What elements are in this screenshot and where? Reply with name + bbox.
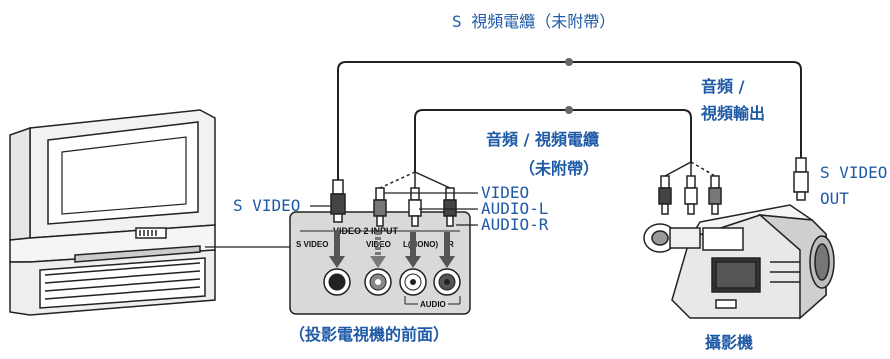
camcorder-caption: 攝影機 [705,333,754,352]
s-video-out-label-line1: S VIDEO [820,163,888,182]
s-video-plug-right [793,157,809,201]
leader-lines [310,192,478,226]
camcorder [643,204,835,320]
panel-audio-label: AUDIO [420,300,446,309]
s-video-plug-left [330,179,346,223]
av-cable-label-line2: （未附帶） [519,159,600,178]
tv-front-caption: （投影電視機的前面） [289,325,450,344]
s-video-cable [337,58,802,180]
panel-header: VIDEO 2 INPUT [333,226,399,236]
audio-r-label: AUDIO-R [481,215,549,234]
panel-s-video-label: S VIDEO [296,240,328,249]
s-video-out-label-line2: OUT [820,189,849,208]
rca-plugs-panel [373,187,457,227]
rca-plugs-camcorder [658,175,722,215]
panel-l-mono-label: L(MONO) [403,240,438,249]
av-output-label-line1: 音頻 / [701,77,745,96]
av-cable [379,106,716,189]
insertion-arrows [329,230,455,268]
av-output-label-line2: 視頻輸出 [701,104,766,123]
av-cable-label-line1: 音頻 / 視頻電纜 [486,130,599,149]
s-video-input-label: S VIDEO [233,196,301,215]
audio-l-label: AUDIO-L [481,199,549,218]
video-label: VIDEO [481,183,530,202]
s-video-cable-label: S 視頻電纜（未附帶） [452,12,616,31]
panel-r-label: R [448,240,454,249]
projection-tv [9,109,216,316]
